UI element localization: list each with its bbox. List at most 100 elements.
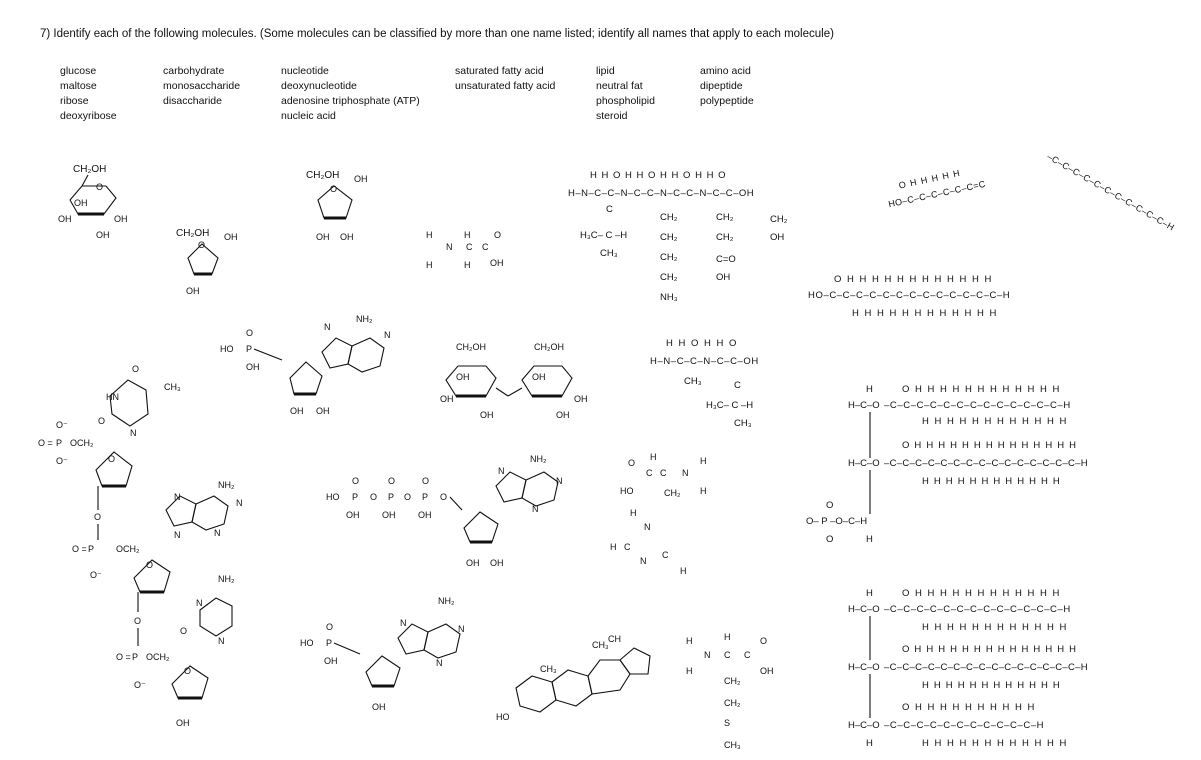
svg-text:O: O <box>326 622 333 632</box>
svg-text:H: H <box>866 384 873 395</box>
svg-text:OH: OH <box>246 362 260 372</box>
term-phospholipid: phospholipid <box>596 95 655 107</box>
svg-text:C: C <box>466 242 473 252</box>
term-monosaccharide: monosaccharide <box>163 80 241 92</box>
steroid-structure: CH₃ CH₃ CH HO <box>496 634 651 722</box>
svg-text:P: P <box>422 492 428 502</box>
svg-text:OH: OH <box>466 558 480 568</box>
svg-text:N: N <box>324 322 331 332</box>
svg-text:O H H H H H H H H H: O H H H H H H H H H H H H H H <box>902 644 1077 655</box>
svg-text:NH₂: NH₂ <box>356 314 373 324</box>
svg-text:H: H <box>686 636 693 646</box>
maltose-structure: CH₂OH CH₂OH OH OH OH OH OH OH <box>440 342 588 420</box>
term-disaccharide: disaccharide <box>163 95 222 107</box>
svg-text:OH: OH <box>372 702 386 712</box>
svg-text:O H H H H H H H H H: O H H H H H H H H H H H H <box>902 588 1061 599</box>
term-ribose: ribose <box>60 95 89 107</box>
svg-text:OH: OH <box>418 510 432 520</box>
svg-text:OH: OH <box>74 198 88 208</box>
svg-text:CH₂: CH₂ <box>724 676 741 686</box>
svg-text:CH₂OH: CH₂OH <box>176 228 209 239</box>
svg-text:N: N <box>218 636 225 646</box>
term-carbohydrate: carbohydrate <box>163 65 225 77</box>
term-column-6: amino acid dipeptide polypeptide <box>700 64 754 109</box>
svg-text:P: P <box>388 492 394 502</box>
svg-text:HO: HO <box>300 638 314 648</box>
svg-text:O: O <box>330 184 337 194</box>
svg-text:H: H <box>724 632 731 642</box>
term-unsaturated-fatty-acid: unsaturated fatty acid <box>455 80 556 92</box>
svg-text:H H H H H H H H H H: H H H H H H H H H H H H <box>852 308 998 319</box>
svg-text:O: O <box>184 666 191 676</box>
svg-text:P: P <box>352 492 358 502</box>
svg-text:O H H H H H H H H H: O H H H H H H H H H H H H <box>902 384 1061 395</box>
svg-text:N: N <box>236 498 243 508</box>
svg-text:HO: HO <box>326 492 340 502</box>
svg-text:H–C–O: H–C–O <box>848 662 880 673</box>
svg-text:NH₂: NH₂ <box>530 454 547 464</box>
term-column-5: lipid neutral fat phospholipid steroid <box>596 64 655 124</box>
svg-text:CH₂: CH₂ <box>660 272 678 283</box>
svg-text:CH₃: CH₃ <box>592 640 609 650</box>
svg-text:H₃C– C –H: H₃C– C –H <box>580 230 627 241</box>
svg-text:N: N <box>556 476 563 486</box>
term-atp: adenosine triphosphate (ATP) <box>281 95 420 107</box>
svg-text:S: S <box>724 718 730 728</box>
svg-text:OH: OH <box>490 558 504 568</box>
term-column-4: saturated fatty acid unsaturated fatty a… <box>455 64 555 94</box>
atp-structure: HO P P P O O O O O O OH OH OH OH OH NH₂ … <box>326 454 563 568</box>
svg-text:OH: OH <box>574 394 588 404</box>
neutral-fat-structure: H H–C–O O H H H H H H H H H H H H –C–C–C… <box>848 588 1088 749</box>
svg-text:O: O <box>134 616 141 626</box>
term-column-3: nucleotide deoxynucleotide adenosine tri… <box>281 64 420 124</box>
svg-text:O: O <box>494 230 501 240</box>
svg-text:O: O <box>246 328 253 338</box>
svg-text:H: H <box>700 456 707 466</box>
svg-text:–C–C–C–C–C–C–C–C–C–C–C–C–C–H: –C–C–C–C–C–C–C–C–C–C–C–C–C–H <box>884 604 1071 615</box>
unsaturated-fatty-acid-structure: O H H H H H HO–C–C–C–C–C–C=C –C–C–C–C–C–… <box>887 151 1176 232</box>
svg-text:OH: OH <box>316 232 330 242</box>
svg-text:CH₂OH: CH₂OH <box>306 170 339 181</box>
term-column-1: glucose maltose ribose deoxyribose <box>60 64 117 124</box>
svg-text:H₃C– C –H: H₃C– C –H <box>706 400 753 411</box>
svg-text:CH₂: CH₂ <box>770 214 788 225</box>
svg-text:CH₃: CH₃ <box>600 248 618 259</box>
svg-text:OH: OH <box>440 394 454 404</box>
svg-text:OH: OH <box>770 232 784 243</box>
svg-text:CH₂: CH₂ <box>716 232 734 243</box>
term-deoxyribose: deoxyribose <box>60 110 117 122</box>
svg-text:O⁻: O⁻ <box>90 570 102 580</box>
term-saturated-fatty-acid: saturated fatty acid <box>455 65 544 77</box>
svg-text:C: C <box>724 650 731 660</box>
svg-text:H H H H H H H H H H: H H H H H H H H H H H H <box>922 680 1061 691</box>
svg-text:O =: O = <box>116 652 131 662</box>
svg-text:O H H H H H H H H H: O H H H H H H H H H H <box>902 702 1036 713</box>
svg-text:OCH₂: OCH₂ <box>146 652 170 662</box>
glycine-structure: H N H H H C C O OH <box>426 230 504 270</box>
svg-text:CH: CH <box>608 634 621 644</box>
svg-text:CH₃: CH₃ <box>734 418 752 429</box>
svg-text:O: O <box>628 458 635 468</box>
svg-text:H: H <box>866 534 873 545</box>
svg-text:P: P <box>326 638 332 648</box>
term-deoxynucleotide: deoxynucleotide <box>281 80 357 92</box>
svg-text:P: P <box>56 438 62 448</box>
svg-text:N: N <box>174 492 181 502</box>
svg-text:CH₃: CH₃ <box>724 740 741 750</box>
svg-text:O: O <box>440 492 447 502</box>
svg-text:O: O <box>96 182 103 192</box>
svg-text:N: N <box>458 624 465 634</box>
nucleic-acid-structure: O⁻ O = P OCH₂ O⁻ O O HN O CH₃ O N O = P … <box>38 364 243 728</box>
svg-text:C: C <box>660 468 667 478</box>
svg-text:CH₂: CH₂ <box>660 252 678 263</box>
svg-text:H: H <box>680 566 687 576</box>
term-neutral-fat: neutral fat <box>596 80 643 92</box>
svg-text:OH: OH <box>456 372 470 382</box>
svg-text:O⁻: O⁻ <box>56 456 68 466</box>
svg-text:O H H H H H H H H H: O H H H H H H H H H H H H <box>834 274 993 285</box>
svg-text:N: N <box>532 504 539 514</box>
svg-text:OH: OH <box>96 230 110 240</box>
svg-text:–C–C–C–C–C–C–C–C–C–C–C–C–C–C–C: –C–C–C–C–C–C–C–C–C–C–C–C–C–C–C–H <box>884 662 1088 673</box>
svg-text:O: O <box>826 500 833 511</box>
term-amino-acid: amino acid <box>700 65 751 77</box>
